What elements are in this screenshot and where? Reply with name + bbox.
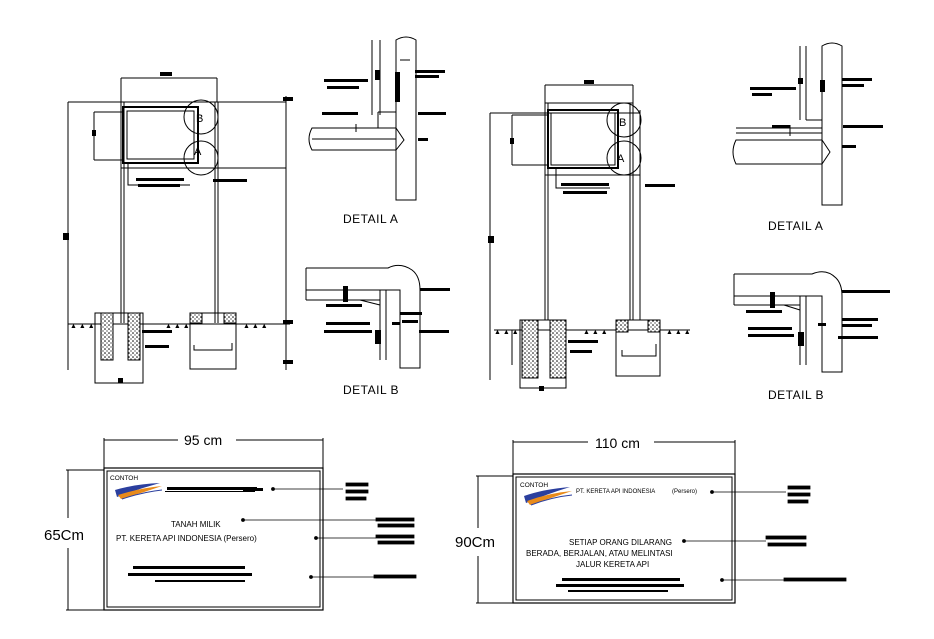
ground-marks-right: ▲ ▲ ▲ ▲ ▲ ▲ ▲ ▲ ▲ [494, 329, 691, 336]
sign-2-line-3: JALUR KERETA API [576, 560, 649, 569]
sign-1-logo [115, 483, 163, 500]
signpost-elevation-left [63, 72, 293, 384]
sign-1-redacted-text [128, 487, 263, 582]
balloon-a-right: A [617, 153, 625, 165]
sign-2-width-label: 110 cm [595, 435, 640, 451]
detail-a-left-title: DETAIL A [343, 212, 398, 226]
sign-2-panel [512, 473, 736, 604]
detail-b-left-title: DETAIL B [343, 383, 399, 397]
sign-1-width-label: 95 cm [184, 432, 222, 448]
balloon-a-left: A [194, 146, 202, 158]
sign-2-contoh: CONTOH [520, 482, 548, 489]
svg-text:▲ ▲ ▲: ▲ ▲ ▲ [243, 323, 268, 330]
svg-text:▲ ▲ ▲: ▲ ▲ ▲ [70, 323, 95, 330]
svg-text:▲ ▲ ▲: ▲ ▲ ▲ [165, 323, 190, 330]
detail-a-right [732, 42, 883, 206]
sign-2-dimensions [476, 440, 736, 604]
ground-marks-left: ▲ ▲ ▲ ▲ ▲ ▲ ▲ ▲ ▲ [70, 323, 268, 330]
sign-2-leaders [682, 485, 847, 582]
balloon-b-left: B [196, 113, 203, 125]
sign-2-redacted-text [556, 578, 684, 592]
sign-1-line-1: TANAH MILIK [171, 520, 221, 529]
sign-1-contoh: CONTOH [110, 475, 138, 482]
sign-2-company: PT. KERETA API INDONESIA [576, 489, 655, 495]
detail-b-right [733, 271, 890, 373]
sign-1-dimensions [66, 438, 324, 611]
svg-text:▲ ▲ ▲: ▲ ▲ ▲ [583, 329, 608, 336]
balloon-b-right: B [619, 117, 626, 129]
sign-2-persero: (Persero) [672, 489, 697, 495]
sign-1-leaders [241, 482, 417, 579]
detail-b-right-title: DETAIL B [768, 388, 824, 402]
sign-2-line-1: SETIAP ORANG DILARANG [569, 538, 672, 547]
sign-1-line-2: PT. KERETA API INDONESIA (Persero) [116, 534, 257, 543]
sign-1-height-label: 65Cm [44, 527, 84, 544]
sign-2-logo [524, 487, 573, 506]
sign-2-height-label: 90Cm [455, 534, 495, 551]
signpost-elevation-right [488, 80, 690, 391]
svg-text:▲ ▲ ▲: ▲ ▲ ▲ [494, 329, 519, 336]
detail-b-left [305, 264, 450, 369]
detail-a-right-title: DETAIL A [768, 219, 823, 233]
sign-1-panel [103, 467, 324, 611]
detail-a-left [308, 36, 446, 201]
sign-2-line-2: BERADA, BERJALAN, ATAU MELINTASI [526, 549, 673, 558]
svg-text:▲ ▲ ▲: ▲ ▲ ▲ [666, 329, 691, 336]
